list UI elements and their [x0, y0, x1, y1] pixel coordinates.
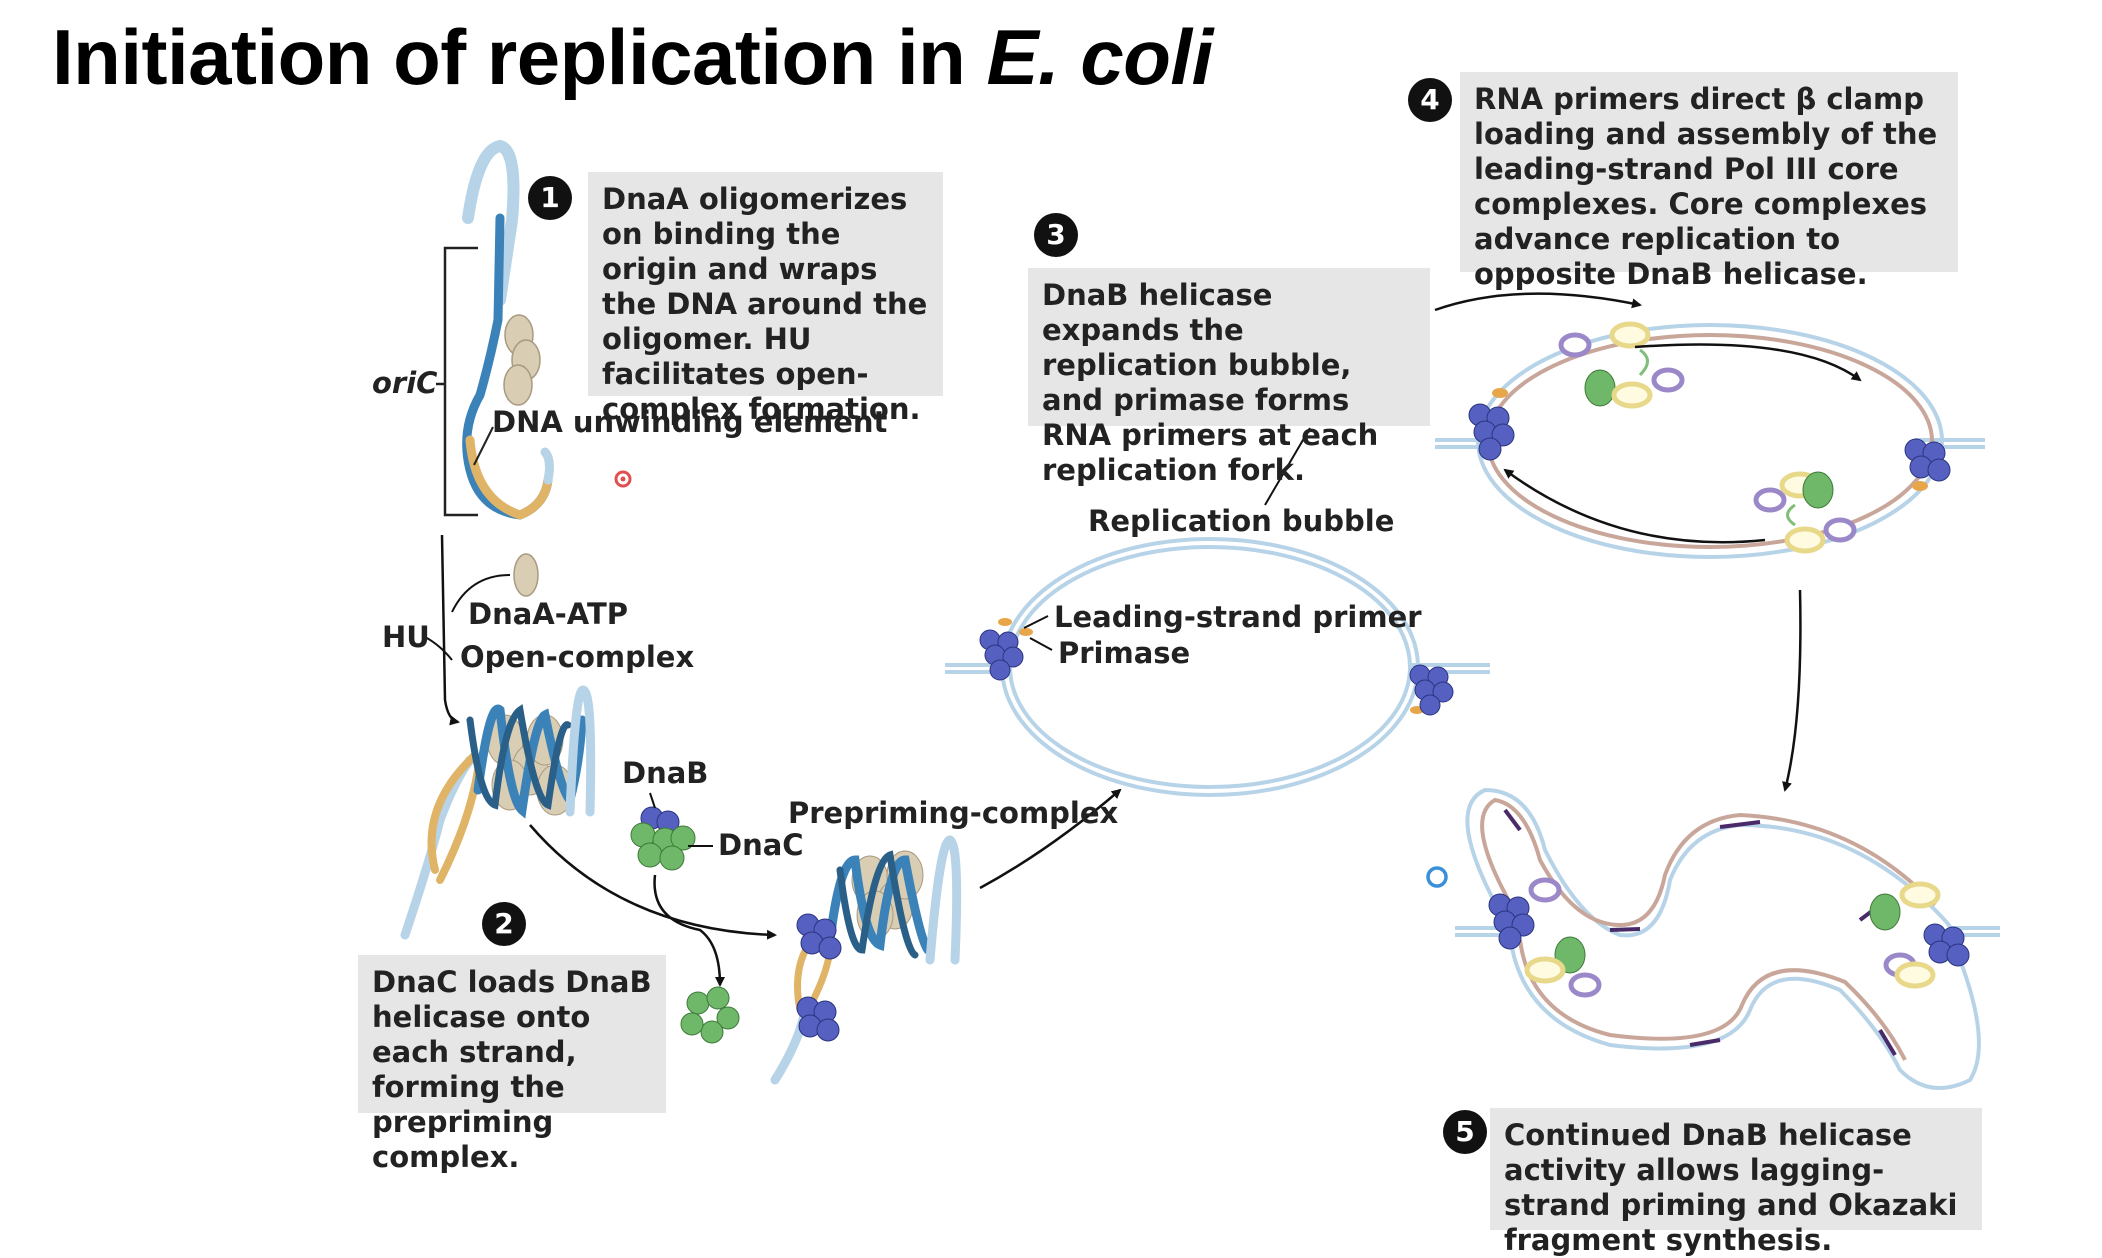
step1-description: DnaA oligomerizes on binding the origin … — [588, 172, 943, 426]
leading-strand-primer-label: Leading-strand primer — [1054, 600, 1422, 634]
step4-arrow-left — [1503, 468, 1766, 544]
replication-bubble — [945, 537, 1490, 797]
primase-label: Primase — [1058, 636, 1191, 670]
blue-ring-marker — [1426, 866, 1448, 888]
step-number-3: 3 — [1034, 213, 1078, 257]
dnac-label: DnaC — [718, 828, 804, 862]
step4-arrow-right — [1634, 343, 1862, 382]
step5-okazaki-synthesis — [1455, 787, 2000, 1090]
open-complex-label: Open-complex — [460, 640, 695, 674]
prepriming-complex — [770, 835, 962, 1085]
unwinding-element-label: DNA unwinding element — [492, 405, 888, 439]
step3-description: DnaB helicase expands the replication bu… — [1028, 268, 1430, 487]
step3-to-4-arrow — [1434, 292, 1642, 312]
step-number-4: 4 — [1408, 78, 1452, 122]
step4-description: RNA primers direct β clamp loading and a… — [1460, 72, 1958, 291]
red-dot-marker — [614, 470, 632, 488]
replication-bubble-label: Replication bubble — [1088, 504, 1395, 538]
dnab-label: DnaB — [622, 756, 709, 790]
prepriming-complex-label: Prepriming-complex — [788, 796, 1119, 830]
hu-label: HU — [382, 620, 430, 654]
open-complex — [400, 685, 596, 940]
dnaa-atp-molecule — [513, 553, 539, 597]
dnaa-atp-label: DnaA-ATP — [468, 597, 628, 631]
step5-description: Continued DnaB helicase activity allows … — [1490, 1108, 1982, 1257]
arrow-dnac-release — [653, 874, 725, 987]
step-number-5: 5 — [1443, 1110, 1487, 1154]
oric-dna-strand — [462, 139, 554, 520]
step2-description: DnaC loads DnaB helicase onto each stran… — [358, 955, 666, 1174]
dnaa-oligomer — [503, 314, 541, 406]
oric-label: oriC — [372, 366, 438, 400]
step4-to-5-arrow — [1782, 589, 1802, 792]
step-number-2: 2 — [482, 902, 526, 946]
arrow-to-bubble — [979, 788, 1122, 890]
step-number-1: 1 — [528, 176, 572, 220]
step1-arrow — [440, 534, 460, 726]
unwinding-leader — [473, 426, 494, 466]
bubble-leader — [1264, 427, 1311, 506]
step4-replication-forks — [1435, 321, 1985, 559]
dnab-dnac-complex — [630, 806, 696, 871]
free-dnac — [680, 986, 740, 1044]
oric-bracket — [443, 246, 478, 517]
arrow-to-prepriming — [529, 824, 777, 940]
page-title: Initiation of replication in E. coli — [52, 13, 1213, 101]
